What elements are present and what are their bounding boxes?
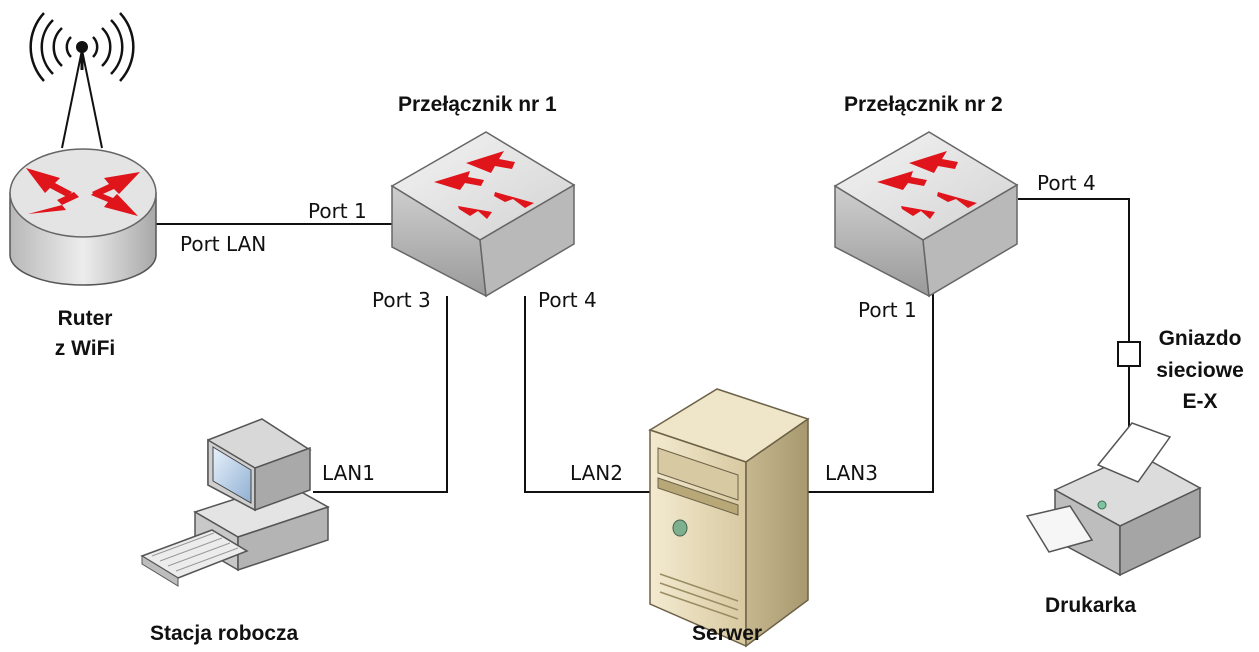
socket-title-line3: E-X <box>1182 390 1218 413</box>
link-switch1-server <box>524 296 652 493</box>
connection-lines <box>155 198 1130 493</box>
workstation-icon <box>140 418 330 587</box>
socket-title-line2: sieciowe <box>1156 359 1244 382</box>
port-label-sw1-port3: Port 3 <box>372 288 431 312</box>
port-label-sw2-port4: Port 4 <box>1037 171 1096 195</box>
printer-icon <box>1025 422 1202 577</box>
switch-1-title: Przełącznik nr 1 <box>398 93 557 116</box>
router-title-line1: Ruter <box>57 307 113 330</box>
port-label-router-lan: Port LAN <box>180 232 267 256</box>
workstation-title: Stacja robocza <box>150 622 299 645</box>
lan1-label: LAN1 <box>322 461 375 485</box>
port-label-sw2-port1: Port 1 <box>858 298 917 322</box>
router-icon <box>9 12 157 286</box>
switch-2-title: Przełącznik nr 2 <box>844 93 1003 116</box>
printer-title: Drukarka <box>1045 594 1137 617</box>
server-icon <box>648 388 810 648</box>
port-label-sw1-port4: Port 4 <box>538 288 597 312</box>
router-title-line2: z WiFi <box>54 337 116 360</box>
server-title: Serwer <box>692 622 763 645</box>
link-switch1-workstation <box>313 296 448 493</box>
lan3-label: LAN3 <box>825 461 878 485</box>
switch-2-icon <box>833 131 1019 298</box>
link-switch2-printer <box>1018 198 1130 342</box>
port-label-sw1-port1: Port 1 <box>308 199 367 223</box>
network-socket-icon <box>1117 341 1141 367</box>
lan2-label: LAN2 <box>570 461 623 485</box>
switch-1-icon <box>390 131 576 298</box>
link-server-switch2 <box>808 293 934 493</box>
socket-title-line1: Gniazdo <box>1158 327 1242 350</box>
